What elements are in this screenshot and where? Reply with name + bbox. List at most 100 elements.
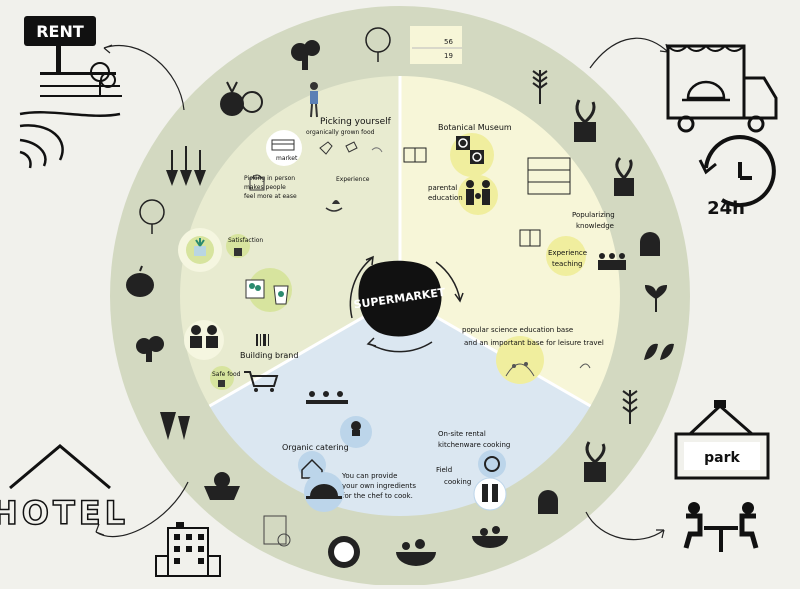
utensils-icon — [482, 484, 498, 502]
experience-teaching-line2: teaching — [552, 260, 582, 268]
pumpkin-icon — [126, 265, 154, 297]
children-icon — [598, 253, 626, 270]
botanical-label: Botanical Museum — [438, 123, 512, 132]
house-bubble — [298, 451, 326, 479]
hotel-drawing: HOTEL — [0, 444, 129, 533]
hotel-label: HOTEL — [0, 494, 129, 532]
connector-arrows — [95, 37, 669, 541]
shopping-cart-icon — [244, 371, 279, 392]
plate-icon — [328, 536, 360, 568]
safe-food-bubble — [210, 366, 234, 390]
pot-bubble — [478, 450, 506, 478]
root-vegetable-icon — [160, 412, 190, 440]
potted-plant-icon — [574, 99, 596, 142]
tree-icon — [365, 27, 391, 62]
sprout-icon — [614, 156, 634, 196]
science-line2: and an important base for leisure travel — [464, 339, 604, 347]
hand-leaf-icon — [325, 200, 343, 212]
blue-sector-content: Organic catering You can provide your ow… — [282, 391, 510, 512]
hotel-arrow — [95, 481, 189, 538]
shield-check-icon — [218, 380, 225, 387]
cloche-icon — [306, 484, 342, 499]
beetroot-icon — [220, 81, 263, 116]
picking-note-line1: Picking in person — [244, 175, 295, 182]
greenhouse-icon — [538, 490, 558, 514]
parental-line2: education — [428, 194, 463, 202]
ingredients-line2: your own ingredients — [342, 482, 416, 490]
ingredients-line1: You can provide — [341, 472, 397, 480]
teaching-bubble — [546, 236, 586, 276]
plant-box-icon — [194, 238, 206, 256]
sprout-icon — [644, 284, 668, 312]
people-picnic-icon — [683, 502, 759, 552]
hand-tools-icon — [319, 141, 383, 155]
satisfaction-label: Satisfaction — [228, 237, 263, 244]
salad-icon — [472, 526, 508, 548]
cooking-pot-icon — [484, 456, 500, 472]
sector-green-left — [180, 76, 400, 406]
book-stack-icon — [519, 229, 541, 247]
hotel-building-icon — [155, 522, 221, 577]
safe-food-label: Safe food — [212, 371, 241, 378]
satisfaction-label-bubble — [226, 234, 250, 258]
supermarket-center: SUPERMARKET — [349, 255, 464, 353]
picking-title: Picking yourself — [320, 117, 392, 127]
field-tree-icon — [19, 62, 122, 169]
market-label: market — [276, 155, 298, 162]
ring-icons: 56 19 — [126, 26, 674, 568]
document-icon: 56 19 — [410, 26, 462, 64]
broccoli-icon — [136, 336, 164, 362]
picking-sub: organically grown food — [306, 129, 375, 136]
magnifier-icon — [456, 136, 484, 164]
salad-icon — [396, 539, 436, 566]
rent-sign: RENT — [24, 16, 116, 75]
farmers-group-icon — [190, 325, 218, 348]
field-line1: Field — [436, 466, 452, 474]
popularizing-line1: Popularizing — [572, 211, 615, 219]
farmer-figure-icon — [310, 82, 318, 118]
checklist-icon — [234, 248, 242, 256]
carrots-icon — [166, 146, 206, 186]
svg-text:56: 56 — [444, 38, 453, 46]
yellow-sector-content: Botanical Museum parental education Popu — [403, 123, 626, 384]
svg-text:19: 19 — [444, 52, 453, 60]
broccoli-icon — [291, 40, 320, 70]
ingredients-line3: for the chef to cook. — [342, 492, 413, 500]
chef-hat-icon — [351, 421, 361, 436]
potted-plant-icon — [584, 441, 606, 482]
grocery-bag-icon — [245, 279, 289, 305]
experience-teaching-line1: Experience — [548, 249, 587, 257]
basket-icon — [204, 472, 240, 500]
green-sector-content: Picking yourself organically grown food … — [178, 82, 392, 392]
leaves-icon — [644, 343, 674, 360]
park-sign: park — [674, 400, 770, 480]
rent-label: RENT — [36, 22, 84, 41]
tree-icon — [139, 199, 165, 234]
park-arrow — [585, 511, 665, 541]
building-brand-label: Building brand — [240, 351, 298, 360]
truck-arrow — [589, 37, 669, 69]
open-book-icon — [403, 147, 427, 163]
rental-line1: On-site rental — [438, 430, 486, 438]
basket-icon — [249, 174, 265, 191]
seed-shelves-icon — [527, 157, 571, 195]
market-bubble — [266, 130, 302, 166]
utensils-bubble — [473, 477, 507, 511]
wheat-icon — [622, 390, 638, 424]
picking-note-line3: feel more at ease — [244, 193, 297, 200]
family-icon — [466, 180, 490, 205]
clock-24h-label: 24h — [707, 198, 745, 219]
food-truck-icon — [666, 44, 778, 133]
organic-catering-label: Organic catering — [282, 443, 349, 452]
picking-note-line2: makes people — [244, 184, 286, 191]
greenhouse-icon — [640, 232, 660, 256]
wheat-icon — [532, 70, 548, 104]
sprout-sketch-icon — [505, 362, 591, 377]
field-line2: cooking — [444, 478, 471, 486]
barcode-icon — [256, 334, 269, 346]
market-stall-icon — [271, 139, 295, 151]
science-line1: popular science education base — [462, 326, 573, 334]
experience-label: Experience — [336, 176, 370, 183]
popularizing-line2: knowledge — [576, 222, 614, 230]
